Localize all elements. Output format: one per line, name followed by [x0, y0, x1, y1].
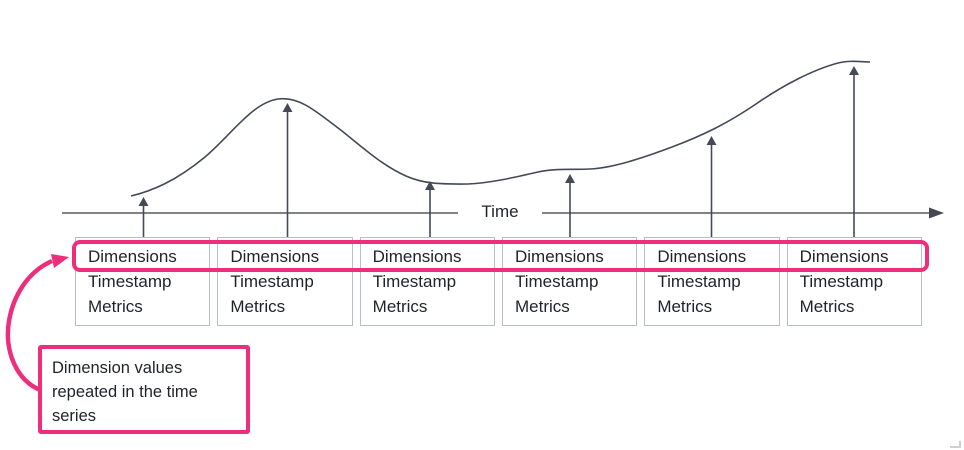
- record-dimensions-label: Dimensions: [799, 247, 889, 266]
- record-box-6: Dimensions Timestamp Metrics: [786, 237, 922, 326]
- time-series-curve: [130, 60, 871, 197]
- up-arrow-icon: [282, 103, 293, 112]
- record-box-4: Dimensions Timestamp Metrics: [501, 237, 638, 326]
- up-arrow-icon: [425, 181, 435, 190]
- record-dimensions-label: Dimensions: [230, 247, 320, 266]
- record-metrics-label: Metrics: [88, 297, 143, 316]
- data-point-arrow-2: [282, 103, 293, 237]
- record-metrics-label: Metrics: [514, 297, 570, 316]
- annotation-callout: Dimension values repeated in the time se…: [38, 345, 250, 434]
- record-metrics-label: Metrics: [657, 297, 713, 316]
- data-point-arrow-1: [138, 197, 149, 237]
- record-timestamp-label: Timestamp: [657, 272, 741, 291]
- up-arrow-icon: [706, 136, 717, 145]
- record-timestamp-label: Timestamp: [799, 272, 884, 291]
- time-axis-arrowhead: [929, 207, 944, 219]
- annotation-arrowhead-icon: [51, 254, 69, 268]
- record-metrics-label: Metrics: [372, 297, 428, 316]
- annotation-arrow: [5, 254, 69, 394]
- record-box-5: Dimensions Timestamp Metrics: [644, 237, 780, 326]
- record-box-3: Dimensions Timestamp Metrics: [359, 237, 495, 326]
- record-timestamp-label: Timestamp: [88, 272, 172, 291]
- stray-corner-mark: [950, 441, 961, 448]
- record-dimensions-label: Dimensions: [372, 247, 462, 266]
- time-axis-label: Time: [458, 202, 542, 222]
- data-point-arrow-5: [706, 136, 717, 237]
- data-point-arrow-6: [849, 66, 859, 237]
- record-timestamp-label: Timestamp: [514, 272, 599, 291]
- up-arrow-icon: [849, 66, 859, 75]
- record-dimensions-label: Dimensions: [514, 247, 604, 266]
- record-box-1: Dimensions Timestamp Metrics: [75, 237, 211, 326]
- record-timestamp-label: Timestamp: [372, 272, 457, 291]
- record-metrics-label: Metrics: [799, 297, 855, 316]
- data-point-arrow-3: [425, 181, 435, 237]
- record-timestamp-label: Timestamp: [230, 272, 314, 291]
- up-arrow-icon: [138, 197, 149, 206]
- up-arrow-icon: [565, 174, 575, 183]
- data-point-arrow-4: [565, 174, 575, 237]
- record-dimensions-label: Dimensions: [88, 247, 177, 266]
- record-box-2: Dimensions Timestamp Metrics: [217, 237, 353, 326]
- record-dimensions-label: Dimensions: [657, 247, 747, 266]
- record-metrics-label: Metrics: [230, 297, 286, 316]
- record-boxes-row: Dimensions Timestamp Metrics Dimensions …: [75, 237, 922, 326]
